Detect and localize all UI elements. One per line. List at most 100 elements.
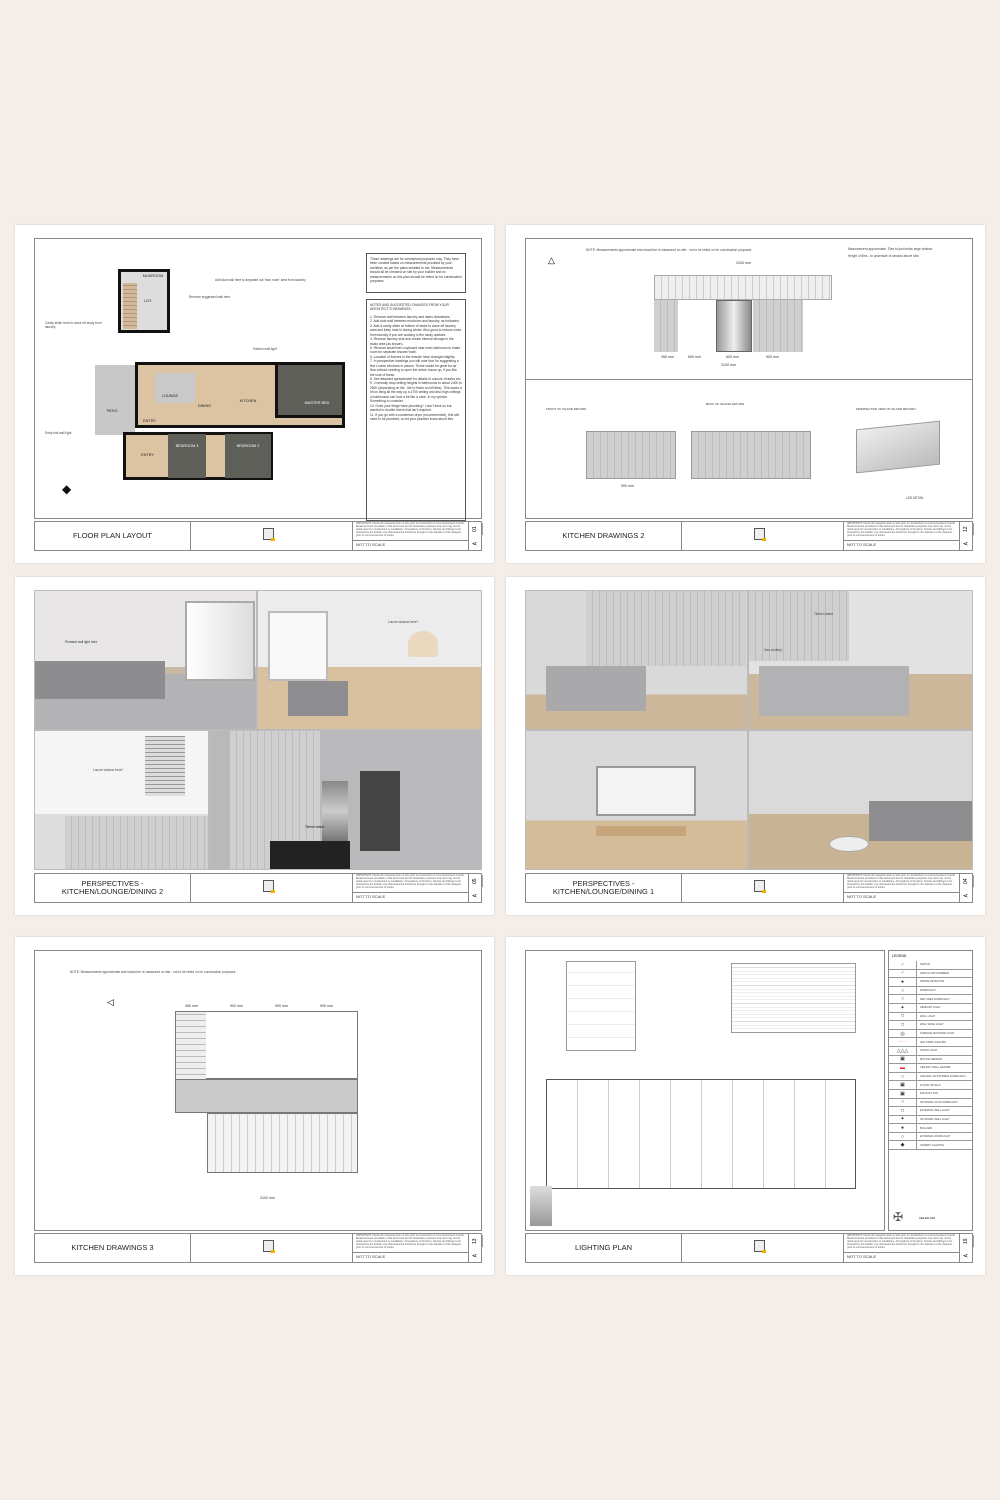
legend-row: □EXTERNAL WALL LIGHT (889, 1107, 972, 1116)
legend-label: SURFACE MOUNTED LIGHT (920, 1032, 955, 1036)
room-label: LOUNGE (161, 394, 179, 398)
drawing-frame: NOTE: Measurements approximate and shoul… (34, 950, 482, 1231)
notes-heading: NOTES AND SUGGESTED CHANGES FROM YOUR AR… (370, 303, 449, 312)
annotation: Kitchen wall light (253, 347, 277, 351)
note-item: 9. I normally drop ceiling heights in ba… (370, 381, 463, 404)
sheet-title: PERSPECTIVES - KITCHEN/LOUNGE/DINING 1 (526, 874, 682, 902)
legend-row: ●SMOKE DETECTOR (889, 978, 972, 987)
sheet-perspectives-2[interactable]: Pendant wall light here Louvre window he… (15, 577, 494, 915)
room-label: BEDROOM 3 (175, 444, 199, 448)
master-bed (275, 362, 345, 418)
annotation: Louvre window here? (93, 768, 124, 772)
sheet-lighting-plan[interactable]: LEGEND ♂SWITCH♂SWITCH WITH DIMMER●SMOKE … (506, 937, 985, 1275)
legend-symbol-icon: ◆ (889, 1141, 917, 1150)
bedroom-2 (225, 434, 271, 478)
sheet-number: 12 (958, 523, 974, 536)
intro-note-text: These drawings are for conceptual purpos… (370, 257, 462, 284)
disclaimer: IMPORTANT: Check all measurements on sit… (353, 1234, 468, 1253)
sofa (35, 661, 165, 699)
legend-row: ▣EXHAUST FAN (889, 1089, 972, 1099)
sheet-prefix: A (472, 893, 478, 897)
north-arrow-icon: ◆ (62, 482, 72, 496)
note-item: 8. See attached spreadsheet for details … (370, 377, 462, 381)
room-label: MUDROOM (142, 274, 164, 278)
scale-note: NOT TO SCALE (847, 1254, 877, 1259)
title-block: PERSPECTIVES - KITCHEN/LOUNGE/DINING 1 I… (525, 873, 974, 903)
legend-symbol-icon: △△△ (889, 1046, 917, 1055)
dimension: 900 mm (320, 1004, 333, 1008)
annotation: Pendant wall light here (65, 640, 98, 644)
legend-symbol-icon: ♂ (889, 961, 917, 969)
annotation: Entry hall wall light (45, 431, 72, 435)
title-block: PERSPECTIVES - KITCHEN/LOUNGE/DINING 2 I… (34, 873, 483, 903)
render-kitchen-view: Timber island Gas cooktop (748, 590, 973, 730)
lighting-notes (731, 963, 856, 1033)
window (268, 611, 328, 681)
sink-cabinet (753, 300, 803, 352)
sofa (869, 801, 972, 841)
view-marker-icon: ◁ (107, 997, 114, 1007)
legend-label: CEILING / WALL HEATER (920, 1066, 951, 1070)
note-item: 10. Does your fridge have plumbing? I do… (370, 403, 452, 413)
window (185, 601, 255, 681)
sheet-kitchen-drawings-2[interactable]: NOTE: Measurements approximate and shoul… (506, 225, 985, 563)
legend-title: LEGEND (892, 954, 907, 958)
dimension: 3100 mm (721, 363, 736, 367)
drawing-frame (525, 950, 885, 1231)
dimension: 450 mm (661, 355, 674, 359)
legend-label: WET AREA DOWNLIGHT (920, 997, 950, 1001)
legend-label: BOLLARD (920, 1126, 933, 1130)
upper-floor-plan (566, 961, 636, 1051)
render-dining-room (525, 730, 748, 870)
legend-label: EXHAUST FAN (920, 1092, 938, 1096)
scale-note: NOT TO SCALE (356, 894, 386, 899)
dimension: 3100 mm (736, 261, 751, 265)
dimension: 900 mm (230, 1004, 243, 1008)
callout: Height of tiles - to underside of window… (848, 254, 919, 258)
title-block: LIGHTING PLAN IMPORTANT: Check all measu… (525, 1233, 974, 1263)
dimension: 900 mm (766, 355, 779, 359)
legend-label: 4W SPIRAL GU10 DOWNLIGHT (920, 1100, 958, 1104)
legend-symbol-icon: ○ (889, 1072, 917, 1081)
legend-table: ♂SWITCH♂SWITCH WITH DIMMER●SMOKE DETECTO… (889, 961, 972, 1151)
render-kitchen-island (525, 590, 748, 730)
sheet-number: 05 (467, 875, 483, 888)
dimension: 450 mm (185, 1004, 198, 1008)
stairs (123, 283, 137, 329)
note-item: 11. If you go with a condenser dryer (re… (370, 412, 459, 421)
sheet-prefix: A (963, 1253, 969, 1257)
island-front (586, 431, 676, 479)
room-label: MASTER BED (304, 401, 330, 405)
dining-table (596, 826, 686, 836)
legend-row: ○4W SPIRAL GU10 DOWNLIGHT (889, 1098, 972, 1108)
scale-note: NOT TO SCALE (356, 542, 386, 547)
legend-row: - - -LED STRIP LIGHTING (889, 1038, 972, 1047)
bedroom-3 (168, 434, 206, 478)
legend-label: SWITCH (920, 963, 931, 967)
legend-symbol-icon: ○ (889, 986, 917, 995)
legend-row: ▬CEILING / WALL HEATER (889, 1064, 972, 1073)
annotation: Timber island (814, 612, 834, 616)
logo (682, 874, 844, 902)
island-perspective (856, 420, 940, 474)
sheet-perspectives-1[interactable]: Timber island Gas cooktop PERSPECTIVES -… (506, 577, 985, 915)
legend-row: ○EXTERNAL DOWNLIGHT (889, 1132, 972, 1142)
divider (526, 379, 972, 380)
cabinets (586, 591, 746, 666)
island-back (691, 431, 811, 479)
render-kitchen-oven: Timber island (209, 730, 482, 870)
disclaimer: IMPORTANT: Check all measurements on sit… (844, 874, 959, 893)
sheet-floor-plan[interactable]: MUDROOM LDY Add stud wall here to separa… (15, 225, 494, 563)
room-label: ENTRY (143, 419, 156, 423)
island (546, 666, 646, 711)
sheet-kitchen-drawings-3[interactable]: NOTE: Measurements approximate and shoul… (15, 937, 494, 1275)
legend-label: JOINERY LIGHTING (920, 1143, 945, 1147)
legend-label: 4W SPIRAL WALL LIGHT (920, 1117, 950, 1121)
sheet-title: FLOOR PLAN LAYOUT (35, 522, 191, 550)
render-dining: Louvre window here? (257, 590, 482, 730)
sheet-title: KITCHEN DRAWINGS 3 (35, 1234, 191, 1262)
annotation: Timber island (305, 825, 325, 829)
legend-row: □WALL LIGHT (889, 1012, 972, 1022)
room-label: PATIO (106, 409, 118, 413)
render-lounge-room (748, 730, 973, 870)
